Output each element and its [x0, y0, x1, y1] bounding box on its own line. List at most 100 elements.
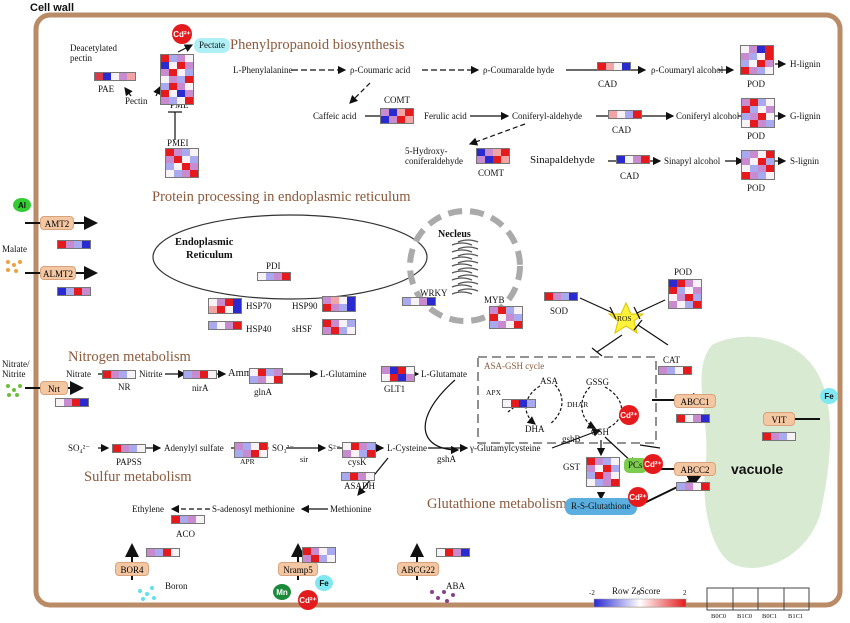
heatmap-cell [161, 83, 169, 90]
heatmap-cell [169, 76, 177, 83]
heatmap-cell [166, 163, 174, 170]
label-er2: Reticulum [186, 250, 233, 261]
heatmap-cell [693, 301, 701, 308]
heatmap-cell [527, 400, 535, 407]
label-asa-gsh: ASA-GSH cycle [484, 361, 545, 371]
heatmap-cell [693, 415, 701, 422]
transporter-abcc1: ABCC1 [674, 394, 716, 408]
heatmap-cell [758, 165, 766, 172]
transporter-abcc2: ABCC2 [674, 462, 716, 476]
transporter-nramp5: Nramp5 [278, 562, 318, 576]
heatmap-cell [177, 97, 185, 104]
heatmap-cell [331, 327, 339, 334]
heatmap-cell [685, 301, 693, 308]
label-h-lignin: H-lignin [790, 59, 821, 69]
dna-coil [451, 239, 479, 295]
heatmap-cell [685, 280, 693, 287]
label-ferulic: Ferulic acid [424, 111, 467, 121]
heatmap-cell [437, 549, 445, 556]
heatmap-cell [749, 67, 757, 74]
transporter-vit: VIT [763, 412, 795, 426]
heatmap-cell [758, 172, 766, 179]
heatmap-cell [598, 63, 606, 70]
label-malate: Malate [2, 244, 27, 254]
heatmap-cell [490, 321, 498, 328]
heatmap-glna [249, 368, 283, 384]
heatmap-sod [544, 292, 578, 301]
label-cad1: CAD [598, 79, 618, 89]
heatmap-cell [163, 549, 171, 556]
heatmap-cell [617, 156, 625, 163]
heatmap-cell [274, 273, 282, 280]
heatmap-cell [190, 163, 198, 170]
heatmap-cell [398, 374, 406, 381]
heatmap-cell [742, 158, 750, 165]
label-p-coumaric: ρ-Coumaric acid [350, 65, 411, 75]
label-dha: DHA [525, 424, 545, 434]
cd-ion-pcs: Cd²⁺ [643, 454, 663, 474]
heatmap-pae [94, 72, 136, 81]
heatmap-cell [485, 149, 493, 156]
label-sir: sir [300, 455, 308, 464]
heatmap-cell [185, 97, 193, 104]
heatmap-cell [303, 555, 311, 562]
heatmap-cell [331, 304, 339, 311]
heatmap-cell [111, 73, 119, 80]
heatmap-cell [200, 371, 208, 378]
heatmap-cell [757, 67, 765, 74]
heatmap-cell [633, 111, 641, 118]
label-pod3: POD [747, 183, 766, 193]
heatmap-cell [766, 120, 774, 127]
label-gsh: GSH [591, 427, 610, 437]
heatmap-cell [382, 367, 390, 374]
heatmap-cell [258, 273, 266, 280]
heatmap-cell [359, 443, 367, 450]
heatmap-cell [693, 287, 701, 294]
heatmap-cell [339, 297, 347, 304]
label-vacuole: vacuole [731, 461, 784, 477]
heatmap-cell [498, 307, 506, 314]
heatmap-nrt [55, 398, 89, 407]
label-nitrate: Nitrate [66, 369, 91, 379]
heatmap-cell [350, 473, 358, 480]
heatmap-cell [766, 151, 774, 158]
heatmap-cell [427, 298, 435, 305]
heatmap-cell [506, 314, 514, 321]
heatmap-nr [102, 370, 136, 379]
label-pod2: POD [747, 131, 766, 141]
heatmap-cell [331, 297, 339, 304]
heatmap-cell [217, 306, 225, 313]
heatmap-cell [127, 371, 135, 378]
heatmap-cell [742, 172, 750, 179]
legend-title: Row Z-Score [612, 586, 661, 596]
label-apx: APX [486, 388, 502, 397]
heatmap-cell [367, 443, 375, 450]
label-er1: Endoplasmic [175, 237, 234, 248]
label-pdi: PDI [266, 261, 281, 271]
heatmap-cell [351, 450, 359, 457]
heatmap-cell [381, 109, 389, 116]
heatmap-cell [411, 298, 419, 305]
heatmap-cell [111, 371, 119, 378]
heatmap-cell [192, 371, 200, 378]
heatmap-amt2 [57, 240, 91, 249]
heatmap-cell [243, 450, 251, 457]
heatmap-cell [351, 443, 359, 450]
heatmap-cell [72, 399, 80, 406]
label-hydroxy2: coniferaldehyde [405, 156, 463, 166]
label-g-lignin: G-lignin [790, 111, 821, 121]
al-ion: Al [13, 198, 31, 212]
heatmap-cell [669, 280, 677, 287]
heatmap-cell [498, 321, 506, 328]
transporter-nrt: Nrt [40, 381, 68, 395]
label-asadh: ASADH [344, 481, 376, 491]
heatmap-cell [685, 287, 693, 294]
heatmap-cell [174, 170, 182, 177]
heatmap-cell [603, 465, 611, 472]
heatmap-nira [183, 370, 217, 379]
heatmap-cell [633, 156, 641, 163]
heatmap-cell [358, 473, 366, 480]
heatmap-cell [758, 158, 766, 165]
label-caffeic: Caffeic acid [313, 111, 357, 121]
label-s-lignin: S-lignin [790, 156, 820, 166]
